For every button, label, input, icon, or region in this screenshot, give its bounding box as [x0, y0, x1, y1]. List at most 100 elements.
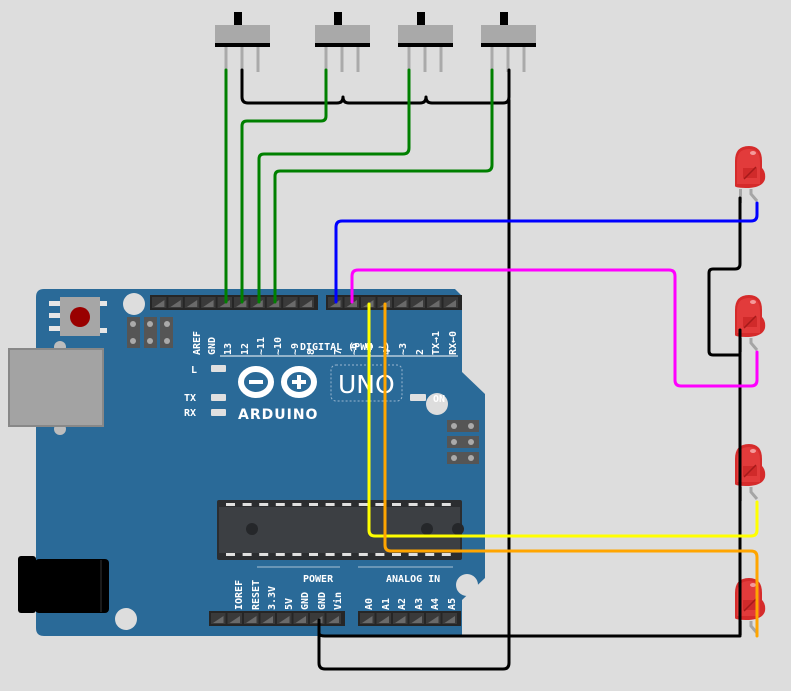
- pin-label: 4: [382, 349, 393, 355]
- mounting-hole: [123, 293, 145, 315]
- wire-led4-pin4[interactable]: [383, 302, 759, 638]
- status-leds: L TX RX ON: [184, 365, 445, 419]
- pin-label: 12: [240, 343, 251, 355]
- pin-label: 7: [333, 349, 344, 355]
- reset-button[interactable]: [49, 297, 107, 336]
- pin-label: GND: [207, 337, 218, 355]
- analog-header[interactable]: [358, 611, 461, 626]
- header-pin[interactable]: [211, 613, 226, 624]
- switch-handle[interactable]: [500, 12, 508, 26]
- wire-ground[interactable]: [240, 68, 742, 671]
- pin-label: 3.3V: [267, 586, 278, 610]
- pin-label: IOREF: [234, 580, 245, 610]
- header-pin[interactable]: [360, 613, 375, 624]
- header-pin[interactable]: [283, 297, 298, 308]
- pin-label: 13: [223, 343, 234, 355]
- header-pin[interactable]: [227, 613, 243, 624]
- wire-switch3-pin11[interactable]: [257, 68, 411, 304]
- pin-label: TX→1: [431, 331, 442, 355]
- pin-label: 5V: [284, 598, 295, 610]
- led-l-indicator: [211, 365, 226, 372]
- header-pin[interactable]: [376, 613, 392, 624]
- icsp-header-top: [127, 317, 173, 348]
- pin-label: ~10: [273, 337, 284, 355]
- header-pin[interactable]: [277, 613, 292, 624]
- pin-label: A0: [364, 598, 375, 610]
- header-pin[interactable]: [393, 613, 408, 624]
- slide-switch-2[interactable]: [315, 12, 370, 72]
- pin-label: Vin: [332, 592, 344, 610]
- pin-label: ~3: [398, 343, 409, 355]
- switch-handle[interactable]: [334, 12, 342, 26]
- header-pin[interactable]: [152, 297, 167, 308]
- microcontroller-chip: [217, 500, 464, 560]
- pin-label: AREF: [192, 331, 203, 355]
- pin-label: ~11: [256, 337, 267, 355]
- header-pin[interactable]: [260, 613, 276, 624]
- header-pin[interactable]: [168, 297, 183, 308]
- pin-label: A2: [397, 598, 408, 610]
- pin-label: RESET: [251, 580, 262, 610]
- header-pin[interactable]: [442, 613, 458, 624]
- header-pin[interactable]: [409, 613, 425, 624]
- led-on-indicator: [410, 394, 426, 401]
- infinity-icon: [238, 366, 317, 398]
- wire-led3-pin5[interactable]: [367, 302, 759, 538]
- slide-switch-1[interactable]: [215, 12, 270, 72]
- header-pin[interactable]: [426, 613, 441, 624]
- header-pin[interactable]: [201, 297, 216, 308]
- led-1[interactable]: [735, 146, 766, 203]
- header-pin[interactable]: [326, 613, 342, 624]
- pin-label: 8: [306, 349, 317, 355]
- led-on-label: ON: [433, 394, 445, 405]
- slide-switch-3[interactable]: [398, 12, 453, 72]
- led-tx-label: TX: [184, 393, 196, 404]
- header-pin[interactable]: [394, 297, 409, 308]
- led-rx-label: RX: [184, 408, 196, 419]
- power-header[interactable]: [209, 611, 345, 626]
- wire-led2-pin6[interactable]: [350, 268, 759, 388]
- analog-label: ANALOG IN: [386, 574, 440, 585]
- mounting-hole: [456, 574, 478, 596]
- power-jack: [18, 556, 109, 613]
- slide-switch-4[interactable]: [481, 12, 536, 72]
- digital-label: DIGITAL (PWM ~): [300, 342, 390, 353]
- wire-switch2-pin12[interactable]: [240, 68, 328, 304]
- mounting-hole: [115, 608, 137, 630]
- icsp-header-right: [447, 420, 479, 464]
- mounting-hole: [426, 393, 448, 415]
- digital-header-right[interactable]: [326, 295, 462, 310]
- digital-header-left[interactable]: [150, 295, 318, 310]
- pin-label: A4: [430, 598, 441, 610]
- led-rx-indicator: [211, 409, 226, 416]
- header-pin[interactable]: [443, 297, 459, 308]
- header-pin[interactable]: [293, 613, 309, 624]
- pin-label: A5: [447, 598, 458, 610]
- wire-led1-pin7[interactable]: [334, 201, 759, 304]
- pin-label: 2: [415, 349, 426, 355]
- power-pin-labels: IOREF RESET 3.3V 5V GND GND Vin: [234, 580, 344, 610]
- wire-switch4-pin10[interactable]: [273, 68, 494, 304]
- pin-label: RX←0: [448, 331, 459, 355]
- led-l-label: L: [191, 365, 197, 376]
- header-pin[interactable]: [299, 297, 314, 308]
- switch-handle[interactable]: [234, 12, 242, 26]
- pin-label: GND: [300, 592, 311, 610]
- header-pin[interactable]: [244, 613, 259, 624]
- header-pin[interactable]: [410, 297, 426, 308]
- pin-label: ~6: [349, 343, 360, 355]
- header-pin[interactable]: [427, 297, 442, 308]
- pin-label: A3: [414, 598, 425, 610]
- led-tx-indicator: [211, 394, 226, 401]
- power-label: POWER: [303, 574, 334, 585]
- brand-text: ARDUINO: [238, 407, 318, 423]
- pin-label: ~9: [290, 343, 301, 355]
- pin-label: GND: [317, 592, 328, 610]
- led-3[interactable]: [735, 444, 766, 501]
- header-pin[interactable]: [184, 297, 200, 308]
- header-pin[interactable]: [310, 613, 325, 624]
- switch-handle[interactable]: [417, 12, 425, 26]
